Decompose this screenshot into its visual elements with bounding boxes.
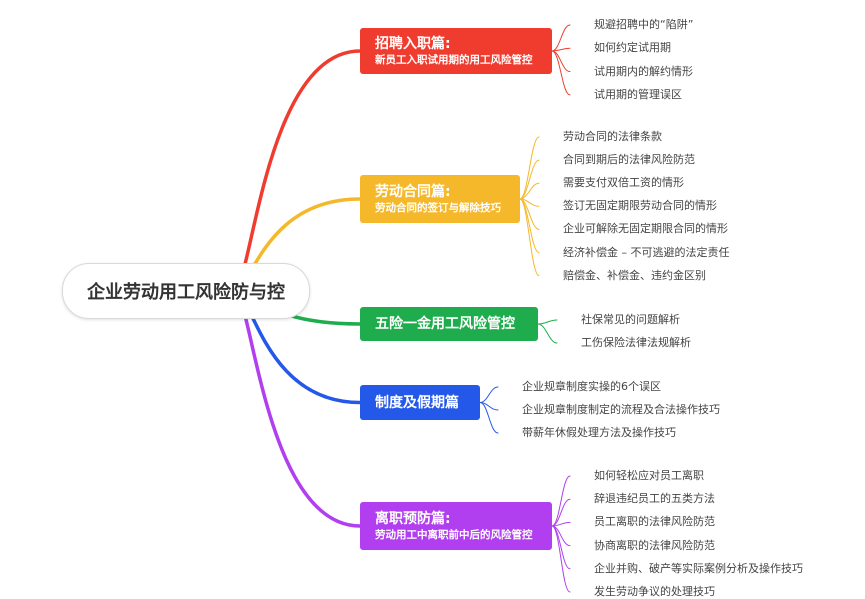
leaf-connector bbox=[537, 323, 558, 344]
branch-connector bbox=[232, 288, 362, 528]
leaf-topic[interactable]: 带薪年休假处理方法及操作技巧 bbox=[522, 426, 676, 439]
leaf-connector bbox=[519, 136, 540, 200]
leaf-connector bbox=[551, 24, 571, 52]
leaf-topic[interactable]: 如何轻松应对员工离职 bbox=[594, 469, 704, 482]
branch-recruitment[interactable]: 招聘入职篇: 新员工入职试用期的用工风险管控 bbox=[360, 28, 552, 74]
leaf-connector bbox=[479, 402, 499, 434]
branch-title: 劳动合同篇: bbox=[375, 184, 451, 200]
leaf-connector bbox=[551, 525, 571, 593]
branch-title: 招聘入职篇: bbox=[375, 36, 451, 52]
leaf-connector bbox=[519, 198, 540, 277]
leaf-connector bbox=[519, 182, 540, 200]
leaf-topic[interactable]: 企业规章制度制定的流程及合法操作技巧 bbox=[522, 403, 720, 416]
branch-labor-contract[interactable]: 劳动合同篇: 劳动合同的签订与解除技巧 bbox=[360, 175, 520, 223]
leaf-topic[interactable]: 企业并购、破产等实际案例分析及操作技巧 bbox=[594, 561, 803, 575]
leaf-topic[interactable]: 工伤保险法律法规解析 bbox=[581, 336, 691, 349]
branch-title: 制度及假期篇 bbox=[375, 394, 459, 411]
branch-title: 离职预防篇: bbox=[375, 511, 451, 527]
leaf-topic[interactable]: 劳动合同的法律条款 bbox=[563, 130, 662, 143]
branch-subtitle: 劳动用工中离职前中后的风险管控 bbox=[375, 529, 533, 541]
leaf-topic[interactable]: 赔偿金、补偿金、违约金区别 bbox=[563, 268, 706, 282]
leaf-topic[interactable]: 合同到期后的法律风险防范 bbox=[563, 153, 695, 167]
leaf-topic[interactable]: 如何约定试用期 bbox=[594, 41, 671, 55]
leaf-topic[interactable]: 规避招聘中的“陷阱” bbox=[594, 18, 694, 31]
leaf-topic[interactable]: 社保常见的问题解析 bbox=[581, 313, 680, 326]
root-topic-label: 企业劳动用工风险防与控 bbox=[87, 282, 285, 303]
leaf-topic[interactable]: 需要支付双倍工资的情形 bbox=[563, 176, 684, 190]
leaf-topic[interactable]: 经济补偿金 – 不可逃避的法定责任 bbox=[563, 245, 730, 259]
leaf-connector bbox=[551, 525, 571, 570]
leaf-connector bbox=[519, 159, 540, 200]
leaf-connector bbox=[479, 386, 499, 403]
leaf-topic[interactable]: 员工离职的法律风险防范 bbox=[594, 515, 715, 529]
leaf-connector bbox=[551, 50, 571, 96]
branch-subtitle: 新员工入职试用期的用工风险管控 bbox=[375, 54, 533, 66]
branch-connector bbox=[232, 49, 362, 292]
leaf-topic[interactable]: 企业规章制度实操的6个误区 bbox=[522, 380, 661, 393]
branch-social-insurance[interactable]: 五险一金用工风险管控 bbox=[360, 307, 538, 341]
leaf-connector bbox=[519, 198, 540, 253]
branch-resignation[interactable]: 离职预防篇: 劳动用工中离职前中后的风险管控 bbox=[360, 502, 552, 550]
leaf-topic[interactable]: 试用期的管理误区 bbox=[594, 87, 682, 101]
leaf-topic[interactable]: 辞退违纪员工的五类方法 bbox=[594, 492, 715, 506]
leaf-topic[interactable]: 企业可解除无固定期限合同的情形 bbox=[563, 222, 728, 236]
branch-title: 五险一金用工风险管控 bbox=[375, 316, 515, 332]
leaf-topic[interactable]: 发生劳动争议的处理技巧 bbox=[594, 585, 715, 598]
branch-policy-leave[interactable]: 制度及假期篇 bbox=[360, 385, 480, 420]
leaf-connector bbox=[551, 498, 571, 527]
branch-subtitle: 劳动合同的签订与解除技巧 bbox=[375, 202, 501, 214]
leaf-topic[interactable]: 试用期内的解约情形 bbox=[594, 64, 693, 78]
root-topic[interactable]: 企业劳动用工风险防与控 bbox=[62, 263, 310, 319]
leaf-topic[interactable]: 协商离职的法律风险防范 bbox=[594, 538, 715, 552]
leaf-topic[interactable]: 签订无固定期限劳动合同的情形 bbox=[563, 199, 717, 213]
leaf-connector bbox=[537, 319, 558, 325]
